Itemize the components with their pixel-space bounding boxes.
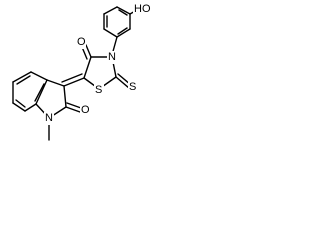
bond-phenyl-c4-c5: [116, 6, 131, 15]
lactam-oxygen-label: O: [81, 104, 90, 116]
bond-phenyl-inner-2: [118, 9, 128, 16]
bond-benzo-inner-2: [16, 75, 31, 85]
bond-ring-carbonyl: [85, 44, 92, 58]
bond-phenyl-c3-c4: [103, 6, 118, 15]
bond-benzo-2: [12, 71, 32, 83]
bond-benzo-inner-3: [15, 99, 26, 108]
bond-phenyl-c1-c2: [103, 28, 118, 38]
bond-c5-c4: [83, 56, 92, 79]
ring-sulfur-label: S: [95, 84, 102, 96]
thione-sulfur-label: S: [129, 81, 136, 93]
bond-c3-c3a: [46, 79, 65, 87]
bond-thione: [115, 76, 130, 89]
bond-exocyclic-double-2: [61, 73, 83, 83]
indole-nitrogen-label: N: [45, 112, 53, 124]
bond-lactam-carbonyl-2: [66, 102, 82, 109]
bond-c3-c2: [63, 85, 67, 108]
ring-carbonyl-oxygen-label: O: [77, 36, 86, 48]
bond-benzo-4: [12, 102, 26, 112]
chemical-structure-diagram: HO O N S S O N: [12, 3, 151, 141]
bond-benzo-1: [30, 71, 48, 81]
bond-benzo-inner-1: [34, 83, 45, 102]
hydroxyl-label: HO: [134, 3, 151, 15]
bond-exocyclic-double: [63, 77, 85, 87]
bond-benzo-5: [24, 103, 37, 112]
bond-phenyl-inner-3: [117, 27, 128, 35]
bond-phenyl-c6-c1: [116, 28, 131, 38]
bond-lactam-carbonyl: [65, 106, 81, 113]
bond-c7a-c3a: [35, 79, 48, 105]
atom-labels: HO O N S S O N: [44, 3, 151, 125]
thiazolidine-nitrogen-label: N: [108, 51, 116, 63]
bonds: [12, 6, 138, 141]
